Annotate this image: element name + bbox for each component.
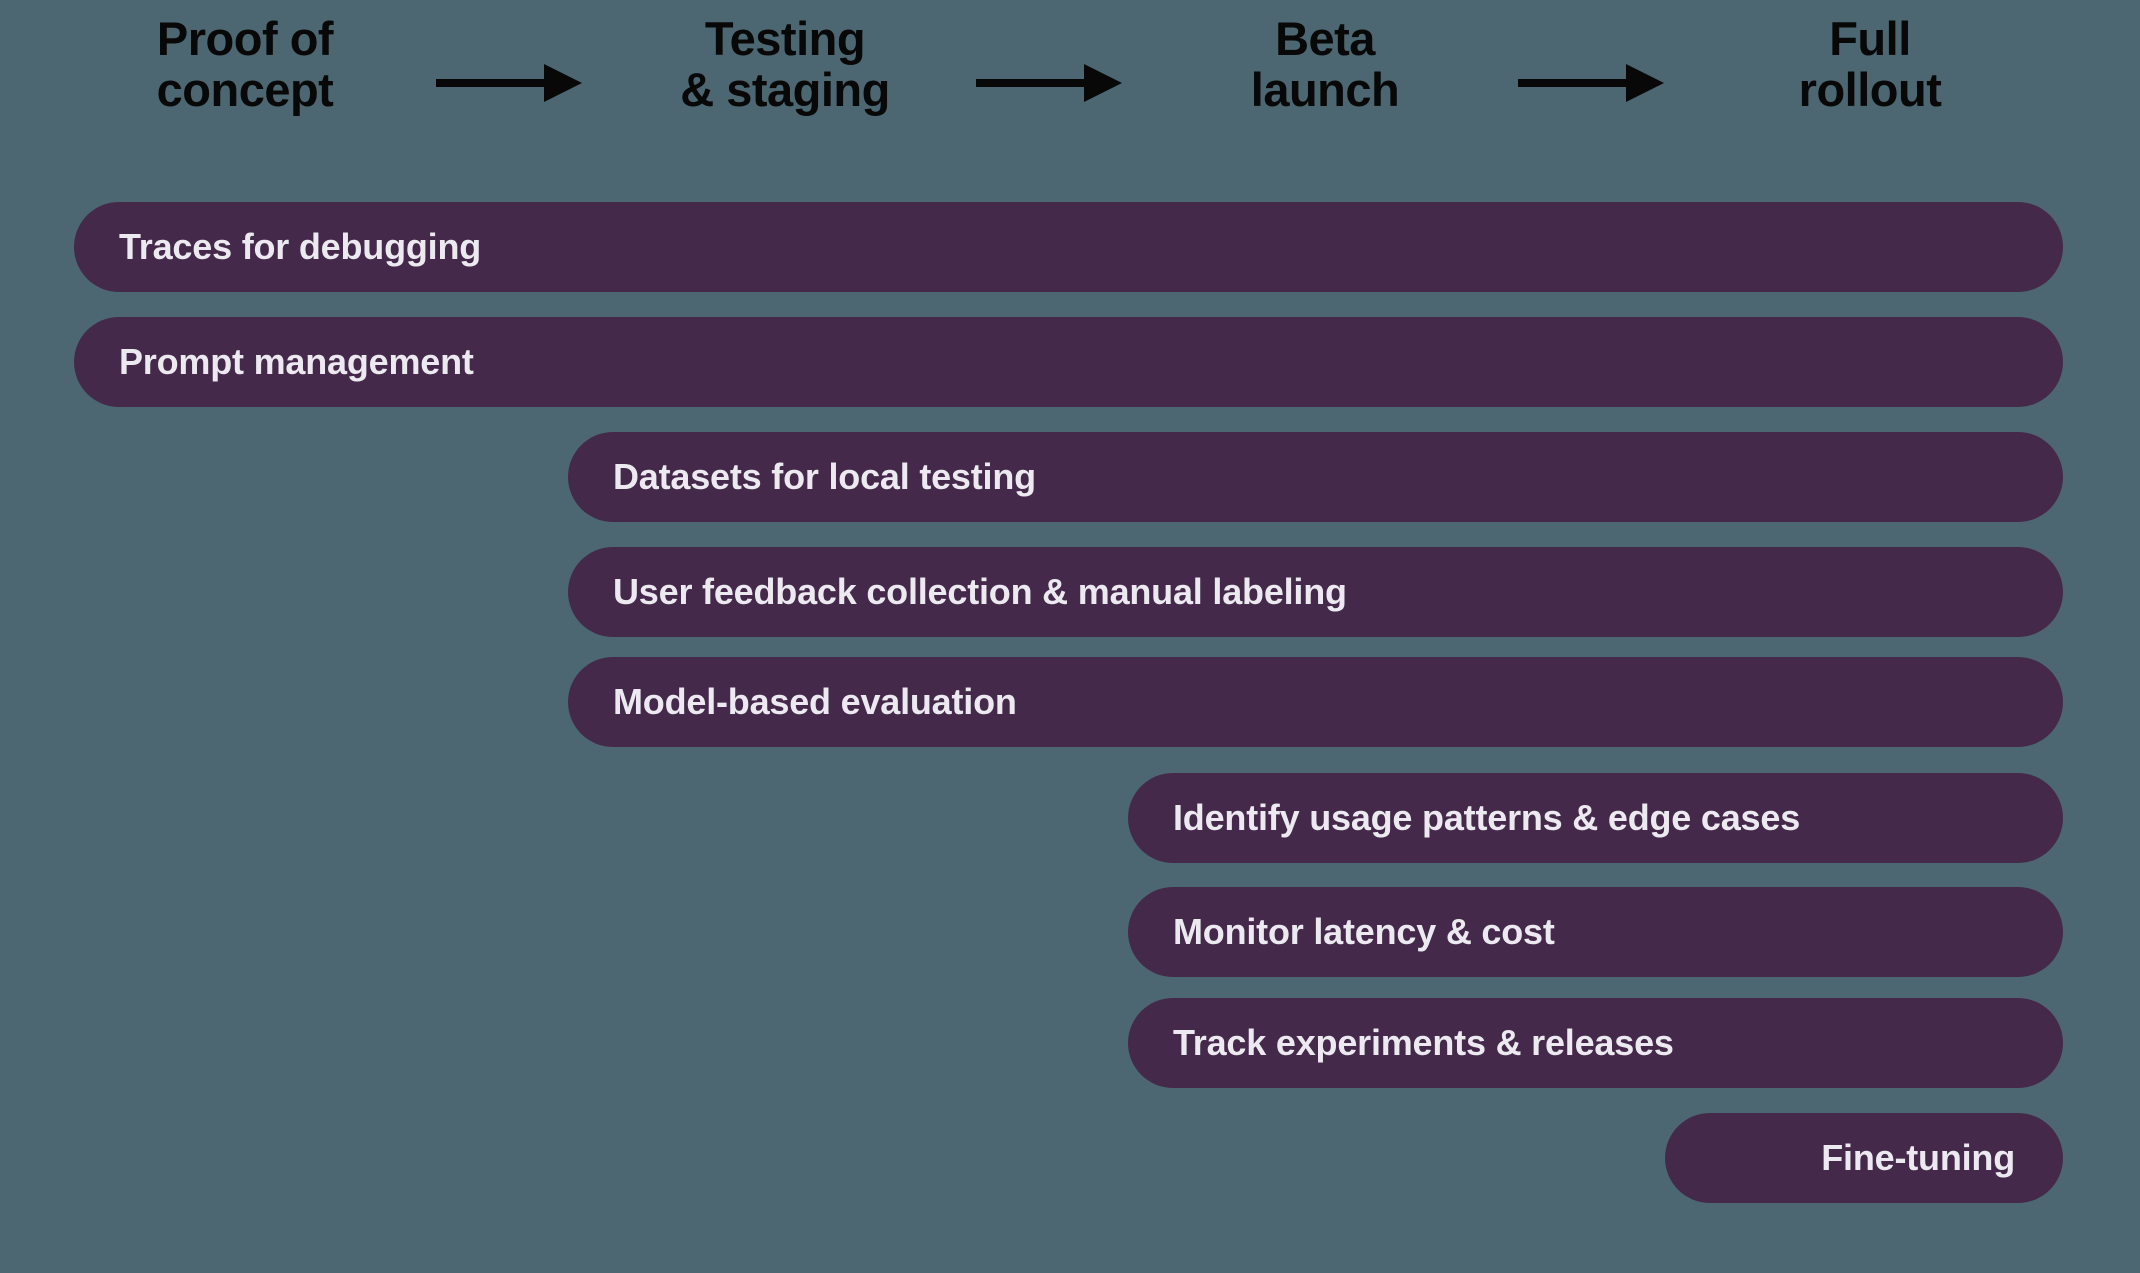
capability-pill[interactable]: Monitor latency & cost <box>1128 887 2063 977</box>
capability-label: Identify usage patterns & edge cases <box>1173 797 1801 838</box>
capability-label: Traces for debugging <box>119 226 482 267</box>
capability-label: Prompt management <box>119 341 474 382</box>
stage-label-testing-staging: Testing & staging <box>680 12 890 116</box>
capability-pill[interactable]: Prompt management <box>74 317 2063 407</box>
stage-label-beta-launch: Beta launch <box>1250 12 1400 116</box>
capability-label: Track experiments & releases <box>1173 1022 1674 1063</box>
arrow-beta-to-rollout-icon <box>1518 60 1666 106</box>
capability-label: Model-based evaluation <box>613 681 1017 722</box>
capability-label: Fine-tuning <box>1821 1137 2015 1178</box>
capability-label: User feedback collection & manual labeli… <box>613 571 1347 612</box>
capability-pill[interactable]: Fine-tuning <box>1665 1113 2063 1203</box>
arrow-poc-to-testing-icon <box>436 60 584 106</box>
stage-label-proof-of-concept: Proof of concept <box>156 12 334 116</box>
capability-pill[interactable]: Identify usage patterns & edge cases <box>1128 773 2063 863</box>
capability-label: Monitor latency & cost <box>1173 911 1555 952</box>
capability-pill[interactable]: Traces for debugging <box>74 202 2063 292</box>
capability-pill[interactable]: Model-based evaluation <box>568 657 2063 747</box>
capability-pill[interactable]: User feedback collection & manual labeli… <box>568 547 2063 637</box>
capability-pill[interactable]: Track experiments & releases <box>1128 998 2063 1088</box>
capability-label: Datasets for local testing <box>613 456 1036 497</box>
arrow-testing-to-beta-icon <box>976 60 1124 106</box>
capability-pill[interactable]: Datasets for local testing <box>568 432 2063 522</box>
stage-label-full-rollout: Full rollout <box>1798 12 1942 116</box>
